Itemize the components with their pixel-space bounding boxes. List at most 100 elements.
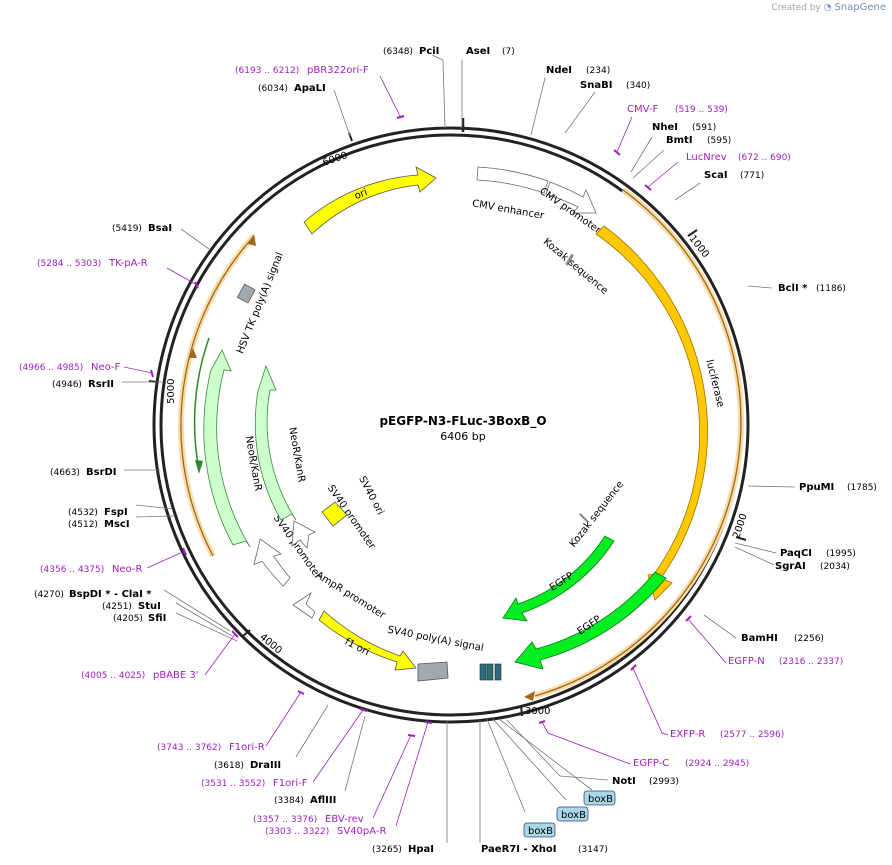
site-snabi[interactable]: SnaBI (340) (580, 80, 650, 91)
site-fspi[interactable]: (4532) FspI (68, 507, 128, 518)
svg-text:LucNrev: LucNrev (686, 152, 727, 163)
svg-text:PaeR7I - XhoI: PaeR7I - XhoI (481, 844, 557, 855)
site-draiii[interactable]: (3618) DraIII (214, 760, 281, 771)
orf-arrow-right (534, 189, 742, 697)
site-afliii[interactable]: (3384) AflIII (274, 795, 336, 806)
neo-orf-arrow (193, 337, 210, 471)
primer-lucnrev[interactable]: LucNrev (672 .. 690) (686, 152, 791, 163)
svg-text:(7): (7) (502, 47, 515, 57)
svg-text:(4205): (4205) (113, 614, 143, 624)
svg-text:EGFP-C: EGFP-C (633, 758, 669, 769)
snapgene-logo-icon: ◔ (823, 3, 832, 13)
primer-tk-pa-r[interactable]: (5284 .. 5303) TK-pA-R (37, 258, 148, 269)
site-bsai[interactable]: (5419) BsaI (112, 223, 172, 234)
site-paqci[interactable]: PaqCI (1995) (780, 548, 856, 559)
primer-sv40pa-r[interactable]: (3303 .. 3322) SV40pA-R (265, 826, 386, 837)
site-stui[interactable]: (4251) StuI (102, 601, 161, 612)
svg-text:PaqCI: PaqCI (780, 548, 812, 559)
boxb-labels: boxB boxB boxB (523, 790, 616, 838)
primer-pbabe-3[interactable]: (4005 .. 4025) pBABE 3' (81, 670, 199, 681)
svg-text:RsrII: RsrII (88, 379, 114, 390)
primer-egfp-c[interactable]: EGFP-C (2924 .. 2945) (633, 758, 749, 769)
svg-text:EBV-rev: EBV-rev (325, 814, 364, 825)
svg-text:(4512): (4512) (68, 520, 98, 530)
primer-neo-f[interactable]: (4966 .. 4985) Neo-F (19, 362, 121, 373)
credit-brand: SnapGene (834, 2, 886, 13)
site-hpai[interactable]: (3265) HpaI (372, 844, 434, 855)
site-pcii[interactable]: (6348) PciI (383, 46, 439, 57)
svg-text:(4005 .. 4025): (4005 .. 4025) (81, 671, 145, 681)
svg-text:TK-pA-R: TK-pA-R (108, 258, 148, 269)
svg-text:PciI: PciI (419, 46, 439, 57)
site-bmti[interactable]: BmtI (595) (666, 135, 731, 146)
kozak-2-label: Kozak sequence (568, 479, 626, 549)
hsv-tk-polya-feature: HSV TK poly(A) signal (235, 251, 286, 356)
site-rsrii[interactable]: (4946) RsrII (52, 379, 114, 390)
primer-f1ori-f[interactable]: (3531 .. 3552) F1ori-F (201, 778, 308, 789)
svg-text:(3303 .. 3322): (3303 .. 3322) (265, 827, 329, 837)
site-paer7i-xhoi[interactable]: PaeR7I - XhoI (3147) (481, 844, 608, 855)
svg-text:(6034): (6034) (258, 84, 288, 94)
tick-3000: 3000 (520, 704, 550, 717)
sv40-polya-label: SV40 poly(A) signal (387, 625, 485, 654)
site-bamhi[interactable]: BamHI (2256) (741, 633, 824, 644)
svg-text:AflIII: AflIII (310, 795, 336, 806)
svg-text:EGFP-N: EGFP-N (728, 656, 765, 667)
primer-cmv-f[interactable]: CMV-F (519 .. 539) (627, 104, 728, 115)
svg-text:(2034): (2034) (820, 562, 850, 572)
ori-feature: ori (303, 166, 437, 235)
svg-text:(519 .. 539): (519 .. 539) (675, 105, 728, 115)
boxb-label-3[interactable]: boxB (523, 822, 556, 838)
primer-egfp-n[interactable]: EGFP-N (2316 .. 2337) (728, 656, 843, 667)
site-sfii[interactable]: (4205) SfiI (113, 613, 166, 624)
neokan-2-label: NeoR/KanR (286, 426, 307, 483)
svg-text:(4251): (4251) (102, 602, 132, 612)
neokan-feature-outer: NeoR/KanR (203, 349, 263, 548)
svg-text:(5419): (5419) (112, 224, 142, 234)
site-nhei[interactable]: NheI (591) (652, 122, 716, 133)
site-asei[interactable]: AseI (7) (466, 46, 515, 57)
svg-text:MscI: MscI (104, 519, 130, 530)
svg-text:BamHI: BamHI (741, 633, 778, 644)
primer-neo-r[interactable]: (4356 .. 4375) Neo-R (40, 564, 143, 575)
svg-text:SV40pA-R: SV40pA-R (337, 826, 386, 837)
svg-text:ScaI: ScaI (704, 170, 728, 181)
site-ndei[interactable]: NdeI (234) (546, 65, 610, 76)
site-bspdi-clai[interactable]: (4270) BspDI * - ClaI * (34, 589, 152, 600)
svg-text:(3147): (3147) (578, 845, 608, 855)
orf-arrowhead-left-2 (189, 348, 197, 358)
luciferase-label: luciferase (703, 359, 725, 409)
svg-text:(3384): (3384) (274, 796, 304, 806)
site-noti[interactable]: NotI (2993) (612, 776, 679, 787)
primer-ebv-rev[interactable]: (3357 .. 3376) EBV-rev (253, 814, 364, 825)
primer-pbr322ori-f[interactable]: (6193 .. 6212) pBR322ori-F (235, 65, 369, 76)
boxb-label-1[interactable]: boxB (583, 790, 616, 806)
site-ppumi[interactable]: PpuMI (1785) (799, 482, 877, 493)
svg-text:(2924 .. 2945): (2924 .. 2945) (685, 759, 749, 769)
site-apali[interactable]: (6034) ApaLI (258, 83, 326, 94)
site-bsrdi[interactable]: (4663) BsrDI (50, 467, 117, 478)
site-bcli[interactable]: BclI * (1186) (778, 283, 846, 294)
svg-text:ApaLI: ApaLI (294, 83, 326, 94)
svg-text:(3357 .. 3376): (3357 .. 3376) (253, 815, 317, 825)
svg-text:(2993): (2993) (649, 777, 679, 787)
svg-text:(234): (234) (586, 66, 610, 76)
boxb-label-2[interactable]: boxB (556, 806, 589, 822)
plasmid-length: 6406 bp (440, 430, 485, 443)
svg-text:BsrDI: BsrDI (86, 467, 117, 478)
svg-text:(1186): (1186) (816, 284, 846, 294)
svg-text:pBR322ori-F: pBR322ori-F (307, 65, 369, 76)
primer-exfp-r[interactable]: EXFP-R (2577 .. 2596) (670, 729, 784, 740)
svg-text:(4270): (4270) (34, 590, 64, 600)
primer-f1ori-r[interactable]: (3743 .. 3762) F1ori-R (157, 742, 265, 753)
sv40-ori-label: SV40 ori (356, 475, 385, 517)
svg-text:boxB: boxB (528, 826, 553, 837)
ampr-promoter-feature: AmpR promoter (292, 570, 388, 622)
site-scai[interactable]: ScaI (771) (704, 170, 764, 181)
site-msci[interactable]: (4512) MscI (68, 519, 130, 530)
site-sgrai[interactable]: SgrAI (2034) (775, 561, 850, 572)
kozak-sequence-1: Kozak sequence (541, 236, 610, 296)
svg-text:(6193 .. 6212): (6193 .. 6212) (235, 66, 299, 76)
egfp-feature-1: EGFP (502, 535, 615, 622)
